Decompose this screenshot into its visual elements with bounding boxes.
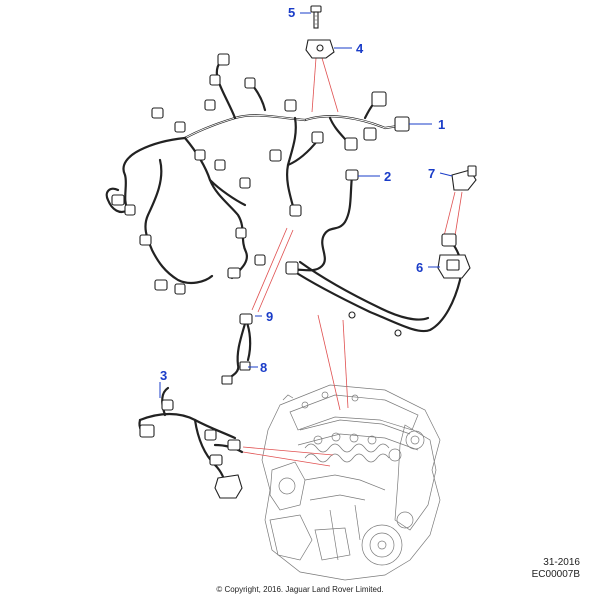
oxygen-sensor-connector bbox=[437, 254, 471, 279]
callout-1: 1 bbox=[438, 117, 445, 132]
sensor-harness bbox=[285, 169, 463, 337]
main-engine-harness bbox=[105, 53, 410, 295]
callout-9: 9 bbox=[266, 309, 273, 324]
sensor bbox=[451, 165, 477, 191]
callout-5: 5 bbox=[288, 5, 295, 20]
callout-7: 7 bbox=[428, 166, 435, 181]
callout-4: 4 bbox=[356, 41, 364, 56]
lower-harness bbox=[138, 386, 244, 499]
engine-block bbox=[261, 384, 441, 581]
illustration-code: EC00007B bbox=[531, 569, 580, 580]
callout-6: 6 bbox=[416, 260, 423, 275]
harness-bracket bbox=[305, 39, 335, 59]
illustration-reference: 31-2016 EC00007B bbox=[532, 557, 580, 581]
leader-lines bbox=[242, 57, 463, 467]
callout-8: 8 bbox=[260, 360, 267, 375]
callout-2: 2 bbox=[384, 169, 391, 184]
bracket-bolt bbox=[310, 5, 322, 29]
copyright-notice: © Copyright, 2016. Jaguar Land Rover Lim… bbox=[216, 585, 384, 594]
callout-ticks bbox=[159, 12, 453, 398]
date-code: 31-2016 bbox=[543, 557, 580, 568]
small-harness bbox=[221, 313, 253, 385]
callout-3: 3 bbox=[160, 368, 167, 383]
